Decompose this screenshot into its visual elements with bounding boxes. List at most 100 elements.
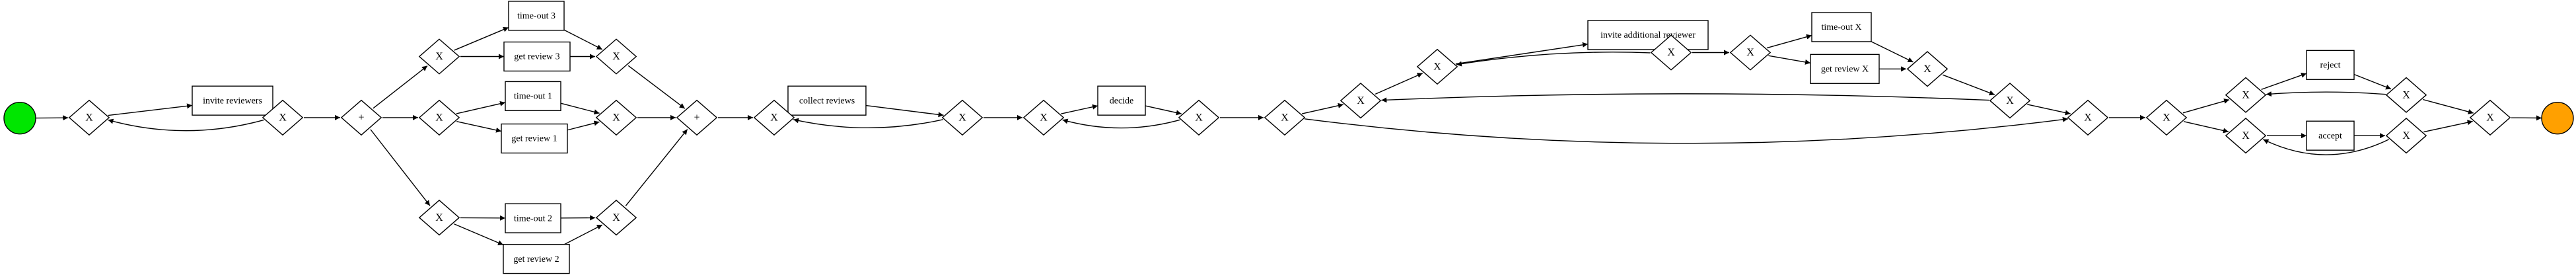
flow-arrow-g3s-to-t_to3 (454, 26, 509, 51)
exclusive-gateway[interactable]: X (418, 200, 460, 236)
parallel-gateway[interactable]: + (676, 99, 718, 136)
task-decide[interactable]: decide (1097, 85, 1146, 116)
task-to1[interactable]: time-out 1 (505, 81, 561, 112)
exclusive-gateway[interactable]: X (2469, 99, 2511, 136)
gateway-diamond (1340, 83, 1382, 119)
flow-arrow-g1s-to-t_gr1 (456, 120, 502, 133)
task-label: reject (2320, 61, 2340, 71)
exclusive-gateway[interactable]: X (1906, 51, 1949, 87)
exclusive-gateway[interactable]: X (1178, 99, 1220, 136)
gateway-diamond (1178, 99, 1220, 136)
exclusive-gateway[interactable]: X (1650, 34, 1692, 71)
exclusive-gateway[interactable]: X (595, 38, 637, 75)
task-box (1097, 85, 1146, 116)
exclusive-gateway[interactable]: X (418, 38, 460, 75)
gateway-label: X (612, 212, 620, 223)
flow-arrow-g9-to-g10 (1375, 73, 1423, 95)
flow-arrow-g16-to-g17 (2182, 99, 2230, 114)
task-box (1810, 54, 1880, 84)
gateway-label: + (358, 112, 364, 124)
task-box (192, 85, 273, 116)
task-box (503, 41, 571, 72)
gateway-label: X (1746, 47, 1754, 58)
exclusive-gateway[interactable]: X (2067, 99, 2109, 136)
task-accept[interactable]: accept (2306, 120, 2355, 151)
flow-arrow-t_reject-to-g18 (2353, 73, 2392, 90)
flow-arrow-g17-to-t_reject (2261, 72, 2307, 90)
sequence-flows (35, 26, 2542, 246)
exclusive-gateway[interactable]: X (262, 99, 304, 136)
gateway-diamond (340, 99, 382, 136)
exclusive-gateway[interactable]: X (68, 99, 110, 136)
task-gr2[interactable]: get review 2 (503, 243, 570, 274)
exclusive-gateway[interactable]: X (941, 99, 984, 136)
exclusive-gateway[interactable]: X (2385, 118, 2427, 154)
exclusive-gateway[interactable]: X (2225, 118, 2267, 154)
gateway-label: X (2402, 89, 2410, 100)
gateway-diamond (2469, 99, 2511, 136)
task-grx[interactable]: get review X (1810, 54, 1880, 84)
gateway-diamond (676, 99, 718, 136)
task-label: time-out 1 (514, 92, 552, 102)
exclusive-gateway[interactable]: X (595, 200, 637, 236)
exclusive-gateway[interactable]: X (753, 99, 795, 136)
exclusive-gateway[interactable]: X (2225, 77, 2267, 113)
gateway-diamond (2385, 77, 2427, 113)
exclusive-gateway[interactable]: X (1022, 99, 1065, 136)
flow-arrow-p1-to-g3s (373, 65, 428, 109)
gateway-label: X (2006, 95, 2014, 106)
gateway-diamond (1022, 99, 1065, 136)
task-inviteadd[interactable]: invite additional reviewer (1587, 20, 1709, 50)
gateway-diamond (1989, 83, 2031, 119)
gateway-label: X (1923, 63, 1931, 75)
gateway-label: X (85, 112, 93, 124)
end-event[interactable] (2541, 101, 2574, 135)
exclusive-gateway[interactable]: X (1416, 48, 1458, 85)
flow-arrow-g14-to-g15 (2027, 104, 2071, 116)
task-collect[interactable]: collect reviews (787, 85, 867, 116)
task-label: time-out X (1821, 22, 1861, 32)
parallel-gateway[interactable]: + (340, 99, 382, 136)
gateway-label: X (2242, 89, 2250, 100)
task-label: invite reviewers (203, 96, 262, 106)
task-gr3[interactable]: get review 3 (503, 41, 571, 72)
exclusive-gateway[interactable]: X (1729, 34, 1771, 71)
gateway-diamond (418, 38, 460, 75)
task-label: collect reviews (799, 96, 855, 106)
start-event[interactable] (3, 101, 36, 135)
flow-arrow-t_collect-to-g5 (865, 104, 944, 118)
gateway-label: X (2402, 130, 2410, 141)
exclusive-gateway[interactable]: X (1340, 83, 1382, 119)
task-box (501, 123, 568, 154)
task-to3[interactable]: time-out 3 (508, 1, 565, 31)
flow-arrow-g12-to-t_grx (1768, 55, 1811, 65)
task-label: get review 1 (511, 134, 557, 144)
exclusive-gateway[interactable]: X (2145, 99, 2188, 136)
gateway-label: X (2486, 112, 2494, 124)
task-invite[interactable]: invite reviewers (192, 85, 273, 116)
flow-arrow-g13-to-g14 (1942, 74, 1995, 96)
flow-arrow-t_decide-to-g7 (1145, 105, 1182, 116)
task-box (2306, 120, 2355, 151)
flow-arrow-g18-to-g17 (2266, 91, 2386, 97)
exclusive-gateway[interactable]: X (1264, 99, 1306, 136)
task-label: decide (1110, 96, 1134, 106)
gateway-diamond (2225, 77, 2267, 113)
task-tox[interactable]: time-out X (1811, 12, 1872, 42)
flow-arrow-g3j-to-p2 (627, 65, 686, 109)
gateway-label: X (2084, 112, 2092, 124)
gateway-label: X (1357, 95, 1365, 106)
task-box (1811, 12, 1872, 42)
exclusive-gateway[interactable]: X (2385, 77, 2427, 113)
flow-arrow-g12-to-t_tox (1766, 34, 1812, 49)
task-reject[interactable]: reject (2306, 50, 2355, 80)
gateway-diamond (1416, 48, 1458, 85)
flow-arrow-g8-to-g15 (1305, 116, 2068, 144)
gateway-diamond (753, 99, 795, 136)
exclusive-gateway[interactable]: X (418, 99, 460, 136)
exclusive-gateway[interactable]: X (1989, 83, 2031, 119)
task-gr1[interactable]: get review 1 (501, 123, 568, 154)
task-to2[interactable]: time-out 2 (505, 203, 561, 233)
gateway-label: X (770, 112, 778, 124)
exclusive-gateway[interactable]: X (595, 99, 637, 136)
